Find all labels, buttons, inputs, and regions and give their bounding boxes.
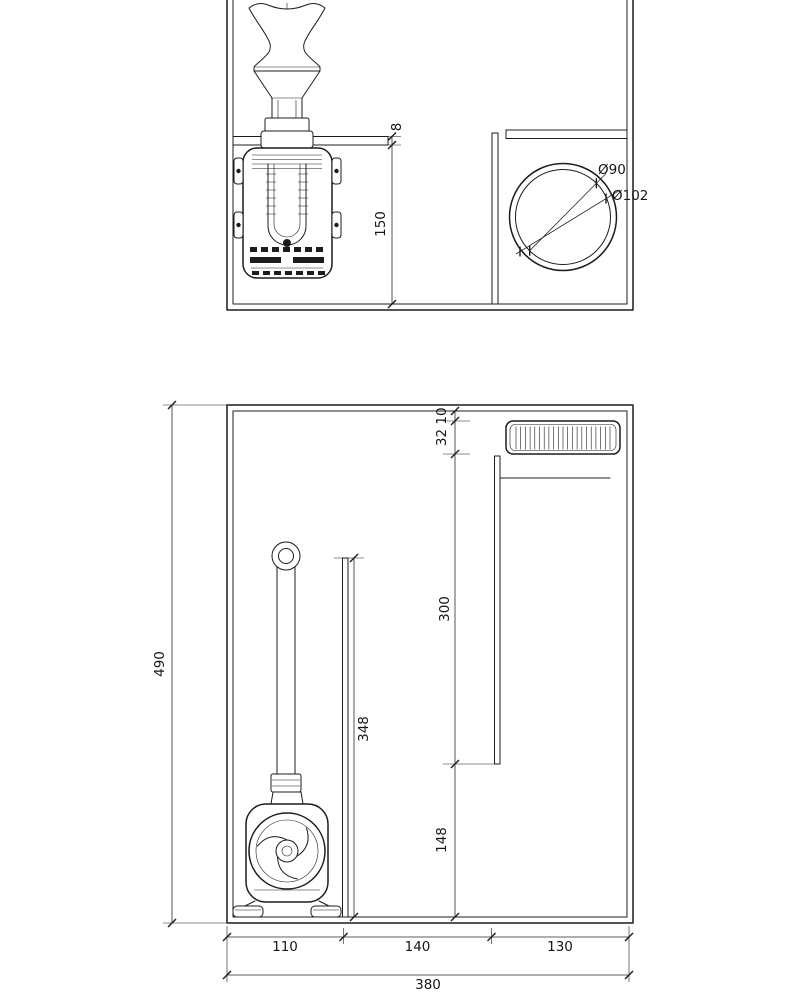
top-view: Ø90 Ø102 8 150 [226,0,648,311]
dim-shelf-thickness-label: 8 [389,123,405,132]
pump-foot-left [232,905,264,918]
dim-hole-inner-label: Ø90 [598,162,626,178]
hole-inner-circle [515,169,611,265]
tank-outer-wall-front [226,404,634,924]
dim-section-middle-label: 140 [405,939,431,955]
left-baffle [342,557,349,918]
pump-flange [260,130,314,149]
pump-elevation-view [232,541,342,918]
dim-total-height: 490 [152,400,227,928]
pump-foot-right [310,905,342,918]
pump-face [248,812,326,890]
vent-slots-bottom [250,247,325,275]
dim-comb-height-label: 32 [434,429,450,446]
front-view: 490 10 32 300 148 348 [152,400,634,993]
vent-slots-top [252,154,322,169]
dim-bottom-widths: 110 140 130 380 [222,926,634,993]
vertical-divider [491,132,499,305]
dim-compartment-height-label: 150 [373,211,389,237]
dim-hole-outer-label: Ø102 [612,188,648,204]
pump-outlet [270,791,304,805]
tank-inner-wall-front [232,410,628,918]
dim-right-chain: 10 32 300 148 [434,406,494,922]
dim-bottom-gap-label: 148 [434,827,450,853]
dim-left-baffle: 348 [334,553,372,922]
dim-total-height-label: 490 [152,651,168,677]
pipe-union [270,773,302,793]
tank-inner-wall [232,0,628,305]
dim-section-left-label: 110 [272,939,298,955]
hole-outer-circle [508,162,618,272]
right-top-plate [505,129,628,139]
dim-section-right-label: 130 [547,939,573,955]
comb-teeth [515,426,611,450]
pipe-elbow [271,541,301,571]
impeller-swirl [257,827,309,880]
tank-outer-wall [226,0,634,311]
pump-plan-view [233,130,342,279]
dim-left-baffle-label: 348 [356,716,372,742]
right-baffle [494,455,501,765]
top-view-dimensions: 8 150 [373,123,405,309]
overflow-comb [505,420,621,455]
drain-hole: Ø90 Ø102 [508,162,648,272]
pump-body-front [245,803,329,903]
skimmer-plan-view [248,3,326,133]
dim-total-width-label: 380 [415,977,441,993]
dim-comb-offset-label: 10 [434,407,450,424]
dim-right-baffle-label: 300 [437,596,453,622]
